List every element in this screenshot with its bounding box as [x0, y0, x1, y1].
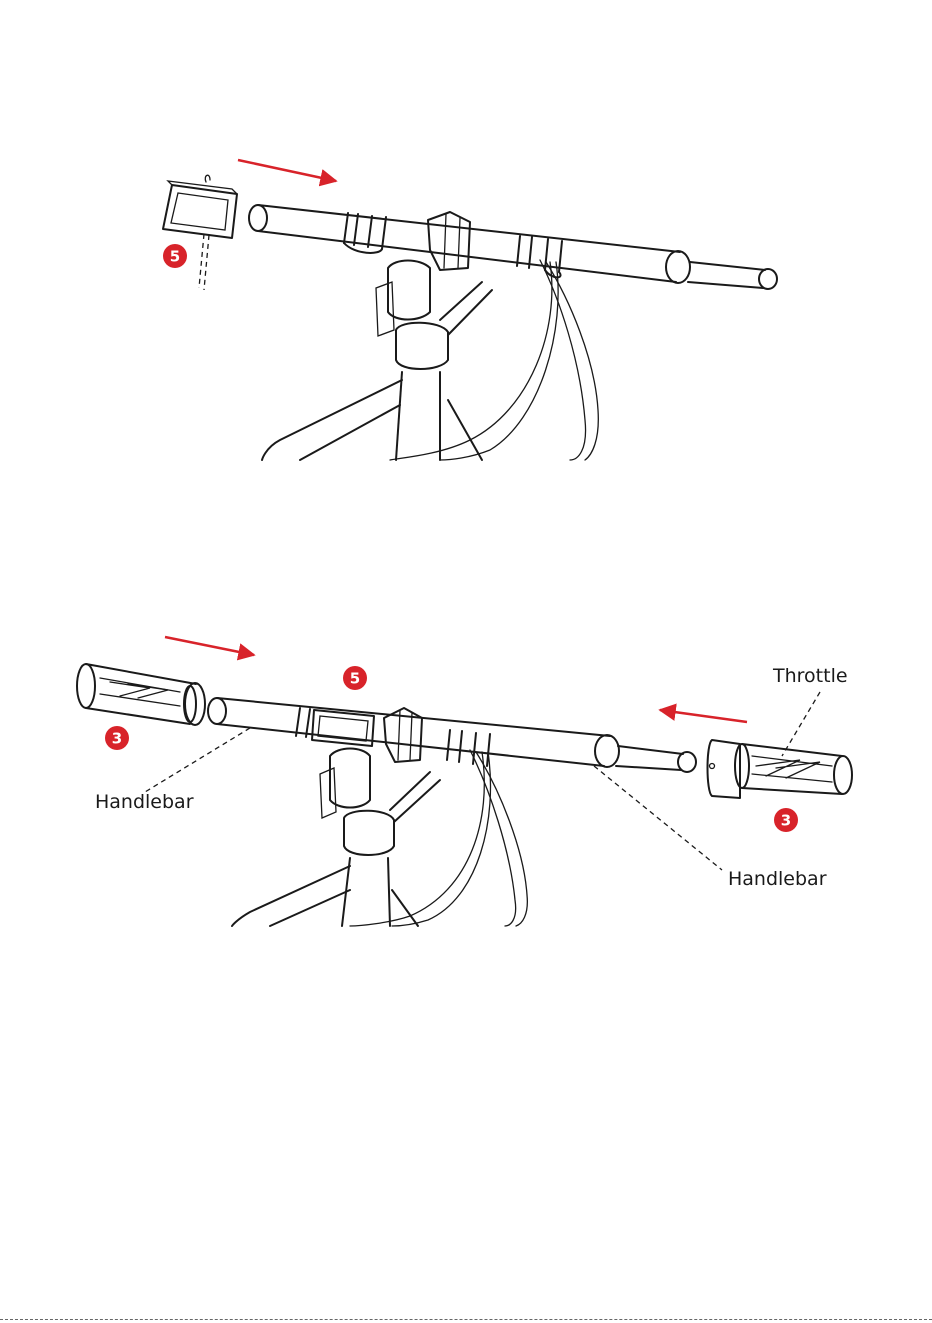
- left-grip: [77, 664, 205, 725]
- handlebar: [249, 205, 777, 289]
- callout-badge-grip-right: 3: [774, 808, 798, 832]
- bike-frame: [232, 749, 527, 927]
- leader-handlebar-right: [594, 766, 722, 870]
- direction-arrow-right: [238, 160, 336, 181]
- page-footer-rule: [0, 1319, 932, 1320]
- label-handlebar-left: Handlebar: [95, 791, 194, 813]
- callout-badge-grip-left: 3: [105, 726, 129, 750]
- throttle-grip: [708, 740, 853, 798]
- callout-badge-display: 5: [163, 244, 187, 268]
- callout-badge-text: 3: [112, 730, 122, 748]
- callout-badge-text: 5: [350, 670, 360, 688]
- label-throttle: Throttle: [772, 665, 848, 687]
- display-unit: [163, 175, 237, 290]
- bike-frame: [262, 260, 598, 460]
- handlebar: [208, 698, 696, 772]
- label-handlebar-right: Handlebar: [728, 868, 827, 890]
- direction-arrow-right: [165, 637, 254, 655]
- figure-grip-throttle-installation: 3 Handlebar 5: [0, 560, 932, 940]
- leader-handlebar-left: [145, 728, 250, 792]
- callout-badge-text: 3: [781, 812, 791, 830]
- figure-display-installation: 5: [0, 0, 932, 470]
- direction-arrow-left: [660, 710, 747, 722]
- leader-throttle: [782, 692, 820, 756]
- callout-badge-display: 5: [343, 666, 367, 690]
- callout-badge-text: 5: [170, 248, 180, 266]
